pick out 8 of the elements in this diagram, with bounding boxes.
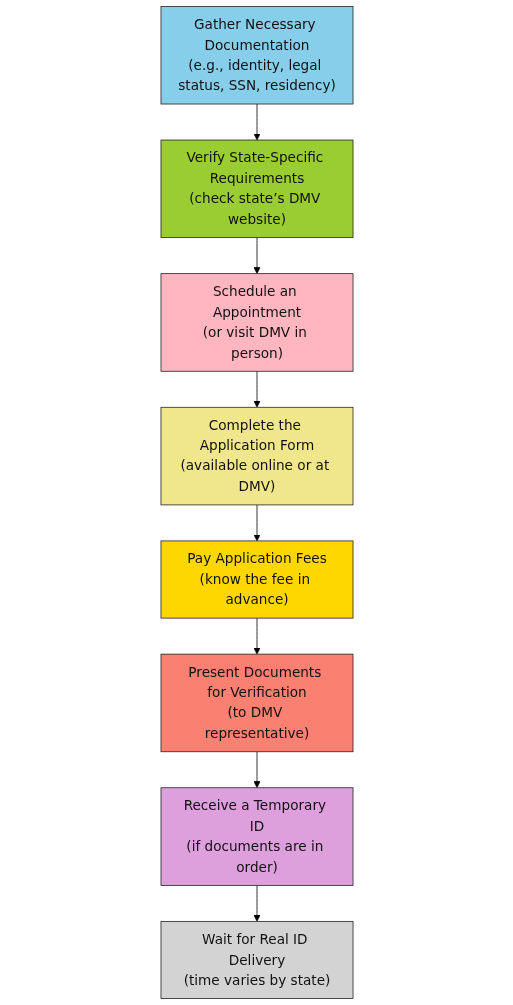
node-box: Complete the Application Form (available online or at DMV) (160, 406, 353, 506)
node-box: Receive a Temporary ID (if documents are in order) (160, 787, 353, 886)
node-box: Wait for Real ID Delivery (time varies by state) (160, 921, 353, 999)
node-box: Pay Application Fees (know the fee in advance) (160, 540, 353, 619)
node-box: Present Documents for Verification (to DMV representative) (160, 653, 353, 753)
node-box: Schedule an Appointment (or visit DMV in person) (160, 273, 353, 372)
node-box: Gather Necessary Documentation (e.g., identity, legal status, SSN, residency) (160, 6, 353, 105)
node-box: Verify State-Specific Requirements (check state’s DMV website) (160, 139, 353, 239)
